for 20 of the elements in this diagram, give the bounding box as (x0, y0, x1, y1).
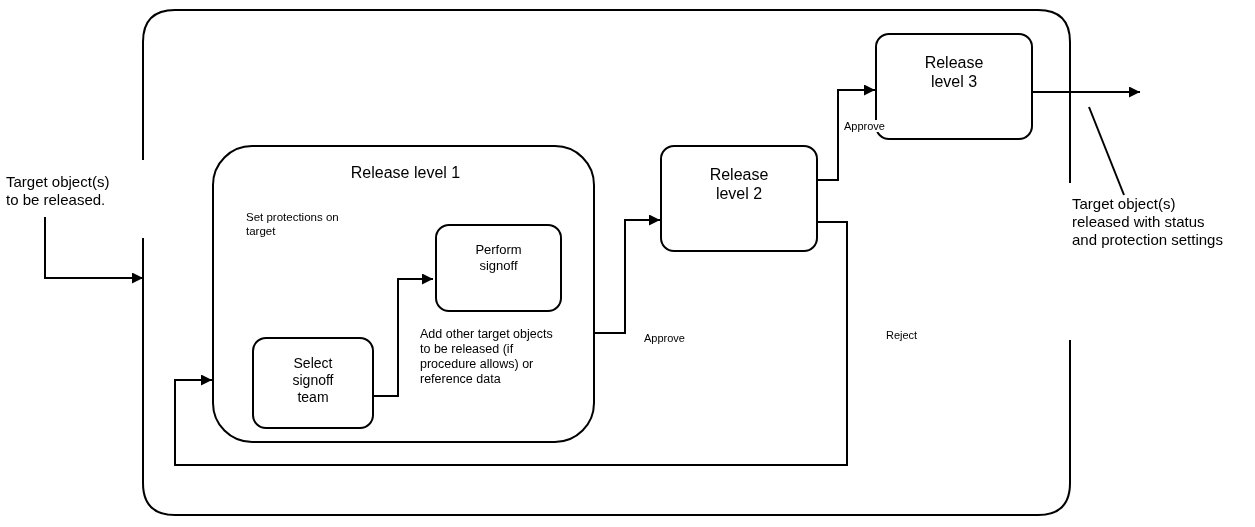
edge-label: Approve (843, 120, 886, 132)
arrow (1032, 86, 1141, 98)
release-level-box (212, 145, 595, 443)
arrow (371, 273, 434, 397)
arrow (594, 214, 661, 334)
step-note: Add other target objects to be released (if procedure allows) or reference data (420, 327, 554, 387)
process-box: Perform signoff (435, 224, 562, 312)
leader-line (1088, 106, 1125, 196)
step-note: Set protections on target (246, 211, 340, 239)
arrow (817, 84, 876, 181)
output-note: Target object(s) released with status and protection settings (1072, 195, 1224, 249)
arrow (174, 221, 848, 466)
input-note: Target object(s) to be released. (6, 173, 111, 209)
edge-label: Reject (885, 329, 919, 341)
box-title: Release level 1 (349, 163, 462, 183)
arrow (44, 216, 144, 284)
process-box: Release level 2 (660, 145, 818, 252)
edge-label: Approve (643, 332, 686, 344)
process-frame (143, 10, 1070, 515)
process-box: Select signoff team (252, 337, 374, 429)
